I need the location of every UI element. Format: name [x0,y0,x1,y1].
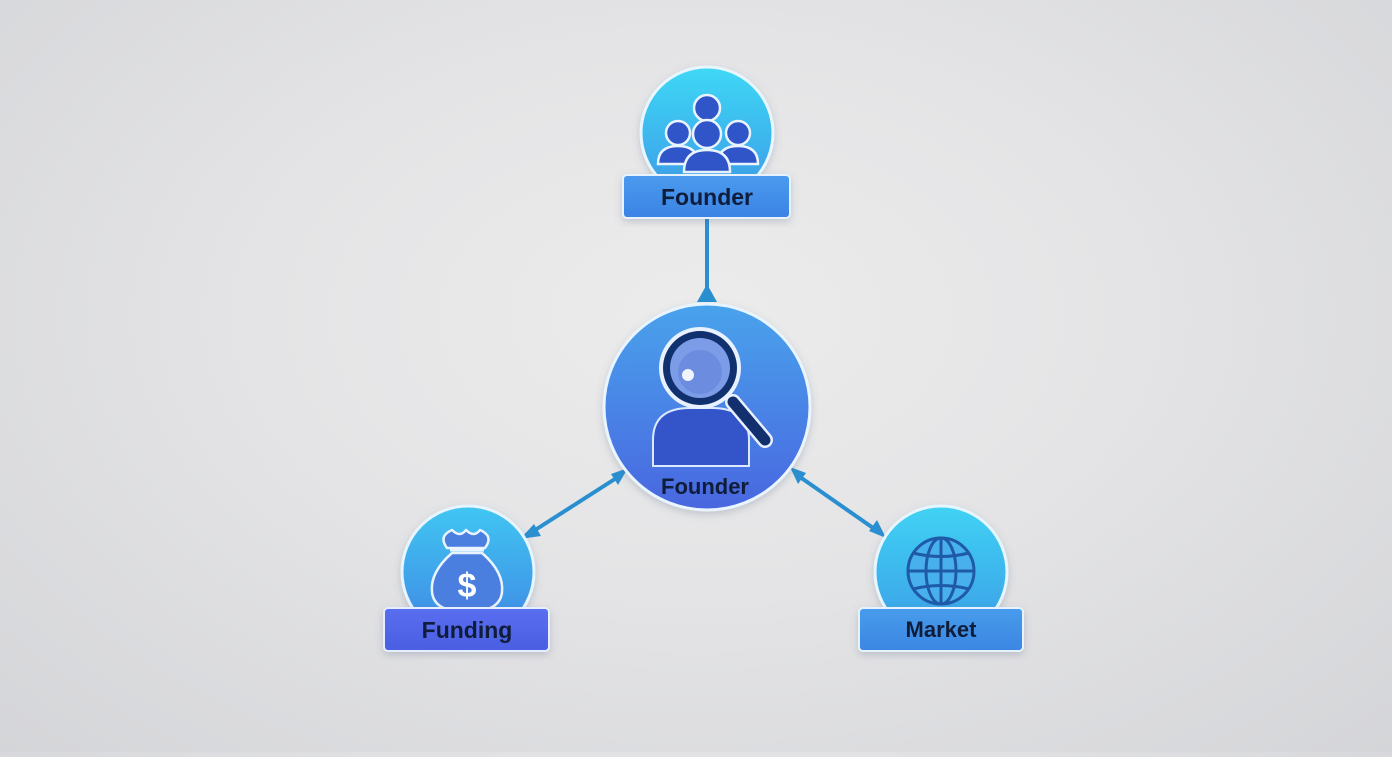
node-founder-center[interactable]: Founder [602,302,812,512]
node-founder-top-banner [622,174,791,219]
globe-icon [906,536,976,606]
team-icon [656,93,760,174]
node-market[interactable]: Market [858,504,1024,652]
connector-center-to-funding [520,468,628,539]
node-founder-top[interactable]: Founder [622,65,791,219]
connector-founder-top-to-center [697,219,717,302]
node-funding-label: Funding [422,617,513,643]
money-bag-icon: $ [430,528,504,614]
node-market-label: Market [906,617,978,642]
node-founder-top-label: Founder [661,184,753,210]
node-founder-center-label: Founder [661,474,749,499]
node-market-banner [858,607,1024,652]
connector-center-to-market [790,467,886,538]
node-funding-banner [383,607,550,652]
dollar-sign-glyph: $ [458,567,477,605]
person-search-icon [652,327,773,467]
node-funding[interactable]: $ Funding [383,504,550,652]
